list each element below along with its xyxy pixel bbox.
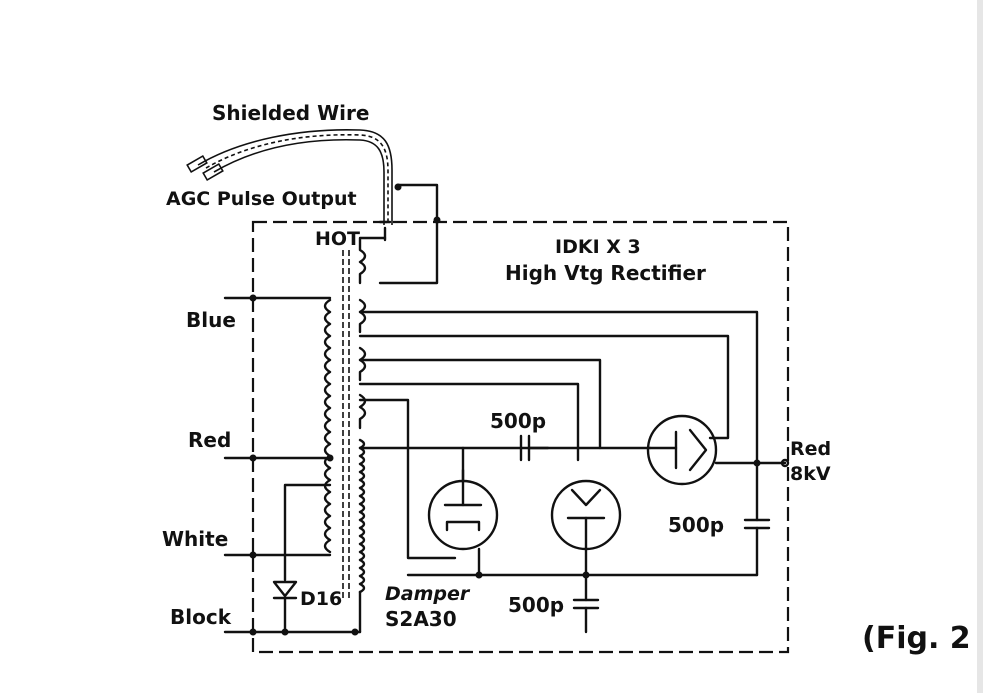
capacitor-top (519, 434, 652, 462)
label-rectifier-line2: High Vtg Rectifier (505, 261, 706, 285)
damper-tube (427, 446, 499, 577)
input-leads (223, 294, 362, 636)
hot-primary-winding (323, 298, 332, 554)
label-black: Block (170, 605, 232, 629)
label-red-out-line1: Red (790, 438, 831, 460)
enclosure (251, 220, 790, 654)
label-diode: D16 (300, 588, 342, 610)
agc-wire (378, 183, 439, 285)
label-red: Red (188, 428, 231, 452)
label-damper-line1: Damper (385, 583, 471, 605)
bottom-bus (406, 571, 759, 634)
capacitor-right (743, 461, 771, 577)
label-shielded-wire: Shielded Wire (212, 101, 369, 125)
label-red-out-line2: 8kV (790, 463, 831, 485)
label-cap-bottom: 500p (508, 593, 564, 617)
label-cap-right: 500p (668, 513, 724, 537)
figure-caption: (Fig. 2 (862, 621, 971, 656)
hot-winding-top (358, 236, 387, 285)
rectifier-tube-middle (550, 479, 622, 577)
diode-d16 (272, 483, 332, 634)
label-hot: HOT (315, 228, 360, 250)
label-rectifier-line1: IDKI X 3 (555, 236, 641, 258)
transformer-core (342, 250, 350, 600)
label-cap-top: 500p (490, 409, 546, 433)
label-blue: Blue (186, 308, 236, 332)
label-white: White (162, 527, 228, 551)
high-voltage-rectifier (646, 414, 790, 486)
hot-secondary-windings (358, 298, 367, 594)
label-damper-line2: S2A30 (385, 607, 457, 631)
label-agc-output: AGC Pulse Output (166, 188, 357, 210)
shielded-wire (186, 128, 393, 225)
secondary-wires (358, 310, 759, 560)
page-edge (977, 0, 983, 693)
